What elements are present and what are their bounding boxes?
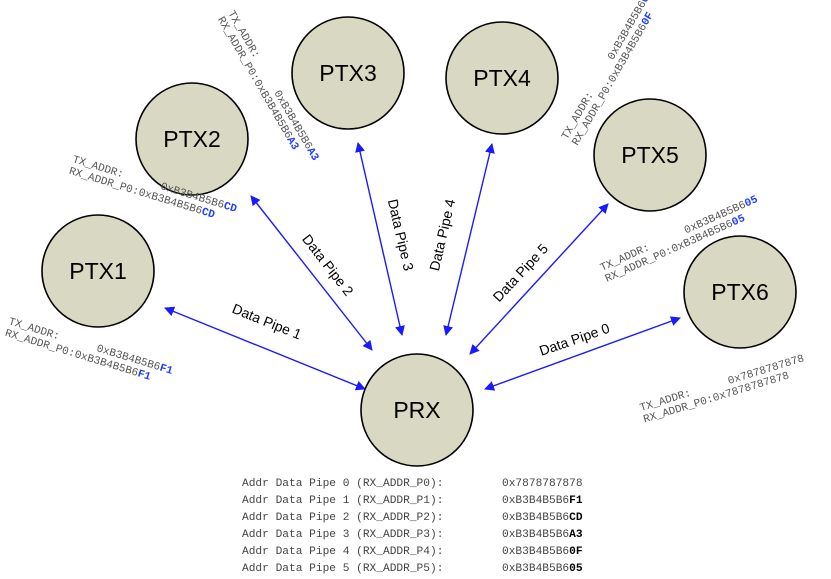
pipe-label-5: Data Pipe 5: [490, 240, 552, 305]
node-ptx5: PTX5: [593, 98, 707, 212]
addr-ptx3-tx-suffix: A3: [304, 146, 321, 164]
node-ptx3-label: PTX3: [319, 60, 377, 86]
addr-ptx1: TX_ADDR:0xB3B4B5B6F1 RX_ADDR_P0:0xB3B4B5…: [3, 316, 175, 383]
arrow-pipe-0: [484, 316, 681, 391]
addr-ptx1-tx-suffix: F1: [158, 363, 175, 378]
addr-ptx1-rx-suffix: F1: [136, 368, 153, 383]
address-table: Addr Data Pipe 0 (RX_ADDR_P0):0x78787878…: [242, 478, 583, 575]
node-ptx6-label: PTX6: [711, 279, 769, 305]
arrow-pipe-4: [443, 143, 495, 336]
addr-ptx5-rx-suffix: 05: [730, 213, 747, 229]
node-ptx5-label: PTX5: [621, 142, 679, 168]
table-row: Addr Data Pipe 1 (RX_ADDR_P1):0xB3B4B5B6…: [242, 495, 583, 507]
table-row: Addr Data Pipe 4 (RX_ADDR_P4):0xB3B4B5B6…: [242, 546, 583, 558]
node-ptx1-label: PTX1: [69, 258, 127, 284]
addr-ptx3-rx-suffix: A3: [283, 135, 300, 153]
table-row: Addr Data Pipe 2 (RX_ADDR_P2):0xB3B4B5B6…: [242, 512, 583, 524]
node-ptx2: PTX2: [135, 82, 249, 196]
table-row: Addr Data Pipe 0 (RX_ADDR_P0):0x78787878…: [242, 478, 583, 490]
node-ptx2-label: PTX2: [163, 126, 221, 152]
node-ptx4-label: PTX4: [473, 65, 531, 91]
addr-ptx4-tx-suffix: 0F: [639, 0, 656, 5]
arrow-pipe-3: [355, 142, 405, 336]
node-ptx6: PTX6: [683, 235, 797, 349]
pipe-label-4: Data Pipe 4: [426, 197, 458, 272]
pipe-label-3: Data Pipe 3: [385, 197, 417, 272]
addr-ptx4-rx-suffix: 0F: [640, 10, 657, 27]
node-ptx4: PTX4: [445, 21, 559, 135]
arrow-pipe-2: [250, 195, 373, 351]
table-row: Addr Data Pipe 5 (RX_ADDR_P5):0xB3B4B5B6…: [242, 563, 583, 575]
node-prx: PRX: [360, 353, 474, 467]
node-ptx1: PTX1: [41, 214, 155, 328]
addr-ptx2-tx-suffix: CD: [222, 201, 239, 216]
addr-ptx5-tx-suffix: 05: [743, 194, 760, 210]
addr-ptx6: TX_ADDR:0x7878787878 RX_ADDR_P0:0x787878…: [639, 353, 806, 426]
pipe-label-2: Data Pipe 2: [299, 231, 357, 299]
pipe-label-0: Data Pipe 0: [537, 320, 612, 359]
node-ptx3: PTX3: [291, 16, 405, 130]
pipe-label-1: Data Pipe 1: [230, 300, 304, 342]
node-prx-label: PRX: [393, 397, 440, 423]
addr-ptx2-rx-suffix: CD: [200, 206, 217, 221]
table-row: Addr Data Pipe 3 (RX_ADDR_P3):0xB3B4B5B6…: [242, 529, 583, 541]
